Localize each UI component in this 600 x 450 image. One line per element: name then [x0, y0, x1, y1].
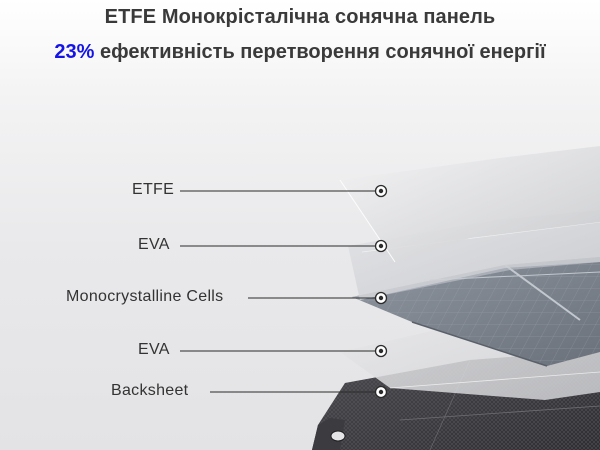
marker-backsheet-icon	[374, 385, 388, 399]
leader-lines	[180, 190, 380, 393]
marker-cells-icon	[374, 291, 388, 305]
layer-label-backsheet: Backsheet	[111, 382, 189, 399]
layer-label-eva-upper: EVA	[138, 236, 170, 253]
marker-etfe-icon	[374, 184, 388, 198]
subtitle-text: ефективність перетворення сонячної енерг…	[94, 41, 546, 63]
leader-endpoints	[374, 184, 388, 399]
layer-label-monocrystalline-cells: Monocrystalline Cells	[66, 288, 224, 305]
layer-label-etfe: ETFE	[132, 181, 175, 198]
efficiency-highlight: 23%	[54, 41, 95, 63]
page-subtitle: 23% ефективність перетворення сонячної е…	[0, 41, 600, 64]
layer-label-eva-lower: EVA	[138, 341, 170, 358]
marker-eva-lower-icon	[374, 344, 388, 358]
marker-eva-upper-icon	[374, 239, 388, 253]
page-title: ETFE Монокрісталічна сонячна панель	[104, 6, 496, 28]
